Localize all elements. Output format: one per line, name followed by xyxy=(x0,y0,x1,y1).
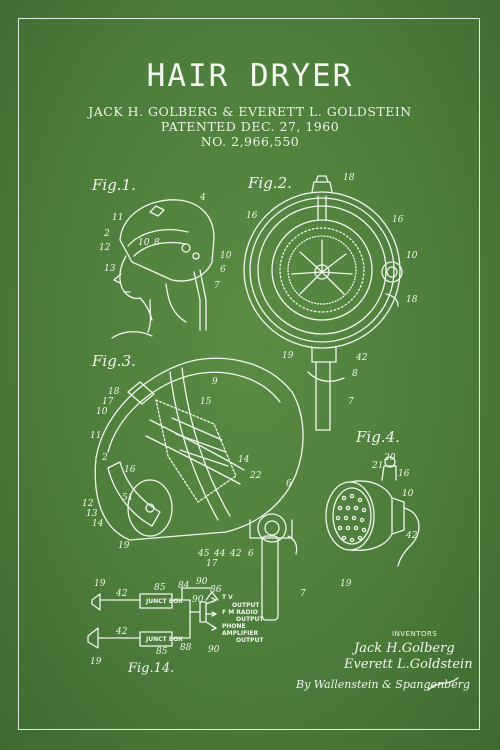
svg-text:17: 17 xyxy=(206,559,218,569)
svg-text:11: 11 xyxy=(112,213,123,223)
svg-text:90: 90 xyxy=(196,577,208,587)
svg-text:2: 2 xyxy=(101,453,108,463)
inventors-label: INVENTORS xyxy=(392,630,437,638)
inventors-line: JACK H. GOLBERG & EVERETT L. GOLDSTEIN xyxy=(88,104,412,119)
svg-text:19: 19 xyxy=(282,351,294,361)
svg-text:7: 7 xyxy=(214,281,220,291)
svg-text:18: 18 xyxy=(343,173,355,183)
svg-text:42: 42 xyxy=(229,549,242,559)
svg-text:12: 12 xyxy=(99,243,111,253)
svg-text:7: 7 xyxy=(348,397,354,407)
junct-box-1-label: JUNCT BOX xyxy=(145,598,183,605)
svg-text:16: 16 xyxy=(246,211,258,221)
fm-label: F M RADIO xyxy=(222,609,258,616)
svg-text:2: 2 xyxy=(103,229,110,239)
svg-text:12: 12 xyxy=(82,499,94,509)
svg-text:6: 6 xyxy=(220,265,226,275)
svg-text:19: 19 xyxy=(90,657,102,667)
svg-text:18: 18 xyxy=(406,295,418,305)
svg-text:6: 6 xyxy=(248,549,254,559)
svg-text:42: 42 xyxy=(115,589,128,599)
svg-text:8: 8 xyxy=(154,238,160,248)
figure-4-drawing: Fig.4. 21 20 16 10 42 19 xyxy=(325,428,420,589)
svg-text:42: 42 xyxy=(405,531,418,541)
svg-text:20: 20 xyxy=(383,453,396,463)
svg-text:22: 22 xyxy=(249,471,262,481)
fig2-label: Fig.2. xyxy=(247,174,292,192)
svg-text:16: 16 xyxy=(398,469,410,479)
svg-text:85: 85 xyxy=(154,583,166,593)
figure-2-drawing: Fig.2. 18 16 16 10 18 19 xyxy=(243,173,418,431)
svg-text:16: 16 xyxy=(392,215,404,225)
patent-number-line: NO. 2,966,550 xyxy=(200,134,300,149)
svg-text:45: 45 xyxy=(197,549,210,559)
tv-output-label: OUTPUT xyxy=(232,602,260,609)
figure-1-drawing: Fig.1. 4 11 2 12 13 10 8 1 xyxy=(91,176,232,339)
svg-text:9: 9 xyxy=(212,377,218,387)
inventor-name-1: Jack H.Golberg xyxy=(351,641,455,656)
patented-line: PATENTED DEC. 27, 1960 xyxy=(160,119,340,134)
tv-label: T V xyxy=(222,594,233,601)
svg-text:16: 16 xyxy=(124,465,136,475)
phone-output-label: OUTPUT xyxy=(236,637,264,644)
svg-text:90: 90 xyxy=(192,595,204,605)
fig3-label: Fig.3. xyxy=(91,352,136,370)
poster-title: HAIR DRYER xyxy=(146,58,354,94)
phone-amplifier-label: AMPLIFIER xyxy=(222,630,258,637)
svg-text:18: 18 xyxy=(108,387,120,397)
svg-text:10: 10 xyxy=(220,251,232,261)
svg-text:13: 13 xyxy=(86,509,98,519)
junct-box-2-label: JUNCT BOX xyxy=(145,636,183,643)
fm-output-label: OUTPUT xyxy=(236,616,264,623)
fig14-label: Fig.14. xyxy=(127,661,174,676)
svg-text:11: 11 xyxy=(90,431,101,441)
svg-text:44: 44 xyxy=(213,549,226,559)
svg-text:19: 19 xyxy=(118,541,130,551)
svg-text:4: 4 xyxy=(199,193,206,203)
svg-text:10: 10 xyxy=(402,489,414,499)
svg-text:14: 14 xyxy=(92,519,104,529)
svg-text:84: 84 xyxy=(178,581,190,591)
svg-text:10: 10 xyxy=(138,238,150,248)
fig1-label: Fig.1. xyxy=(91,176,136,194)
shower-holes xyxy=(335,493,367,543)
svg-text:14: 14 xyxy=(238,455,250,465)
svg-text:90: 90 xyxy=(208,645,220,655)
svg-text:21: 21 xyxy=(371,461,383,471)
svg-text:19: 19 xyxy=(340,579,352,589)
svg-text:86: 86 xyxy=(210,585,222,595)
svg-text:42: 42 xyxy=(355,353,368,363)
svg-text:17: 17 xyxy=(102,397,114,407)
svg-text:10: 10 xyxy=(96,407,108,417)
svg-text:85: 85 xyxy=(156,647,168,657)
svg-text:6: 6 xyxy=(286,479,292,489)
inventor-name-2: Everett L.Goldstein xyxy=(343,657,473,672)
svg-text:42: 42 xyxy=(115,627,128,637)
fig4-label: Fig.4. xyxy=(355,428,400,446)
figure-14-drawing: Fig.14. JUNCT BOX JUNCT BOX T V OUTPUT xyxy=(87,577,264,676)
svg-text:10: 10 xyxy=(406,251,418,261)
svg-text:7: 7 xyxy=(300,589,306,599)
svg-text:51: 51 xyxy=(122,493,133,503)
svg-text:15: 15 xyxy=(200,397,212,407)
svg-text:13: 13 xyxy=(104,264,116,274)
figure-3-drawing: Fig.3. 18 17 10 9 15 11 xyxy=(82,352,306,621)
svg-text:8: 8 xyxy=(352,369,358,379)
signature-block: INVENTORS Jack H.Golberg Everett L.Golds… xyxy=(295,630,473,691)
svg-text:19: 19 xyxy=(94,579,106,589)
svg-text:88: 88 xyxy=(180,643,192,653)
attorney-signature: By Wallenstein & Spangenberg xyxy=(295,678,470,691)
poster-frame xyxy=(18,18,480,730)
phone-label: PHONE xyxy=(222,623,246,630)
